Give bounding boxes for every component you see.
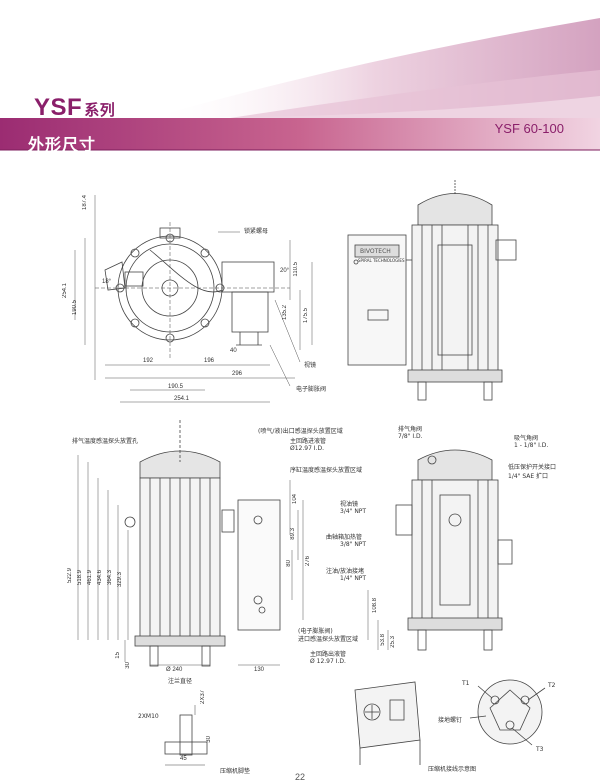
front-label-crank-heater-size: 3/8" NPT — [340, 541, 367, 548]
side-label-suction-valve-size: 1 - 1/8" I.D. — [514, 442, 549, 449]
front-label-outlet-sensor: (喷气/液)出口感温探头放置区域 — [258, 428, 343, 435]
dim-434-6: 434.6 — [97, 570, 103, 586]
dim-296: 296 — [232, 371, 243, 377]
dim-130: 130 — [254, 667, 265, 673]
front-view-drawing — [124, 420, 281, 667]
dim-187-4: 187.4 — [82, 195, 88, 211]
dim-45: 45 — [180, 756, 187, 762]
dim-104: 104 — [292, 494, 298, 505]
front-label-oil-sensor: 序缸温度感温探头放置区域 — [290, 467, 363, 474]
header-band — [0, 118, 600, 150]
side-label-exhaust-valve: 排气角阀 — [398, 426, 423, 433]
dim-53-8: 53.8 — [380, 634, 386, 646]
dim-2x37: 2X37 — [200, 690, 206, 705]
side-label-suction-valve: 吸气角阀 — [514, 435, 539, 442]
dim-108-8: 108.8 — [372, 598, 378, 614]
side-label-low-pressure-size: 1/4" SAE 扩口 — [508, 473, 549, 480]
front-label-sight-glass-size: 3/4" NPT — [340, 508, 367, 515]
front-label-main-outlet-size: Ø 12.97 I.D. — [310, 658, 346, 665]
top-label-sight-glass: 视镜 — [304, 362, 317, 369]
terminal-label-t3: T3 — [536, 746, 544, 753]
compressor-top-right — [347, 180, 517, 401]
dim-15: 15 — [115, 652, 121, 659]
terminal-box-drawing — [354, 679, 546, 765]
terminal-label-title: 压缩机接线示意图 — [428, 766, 477, 773]
side-label-low-pressure: 低压保护开关接口 — [508, 464, 557, 471]
foot-label-title: 压缩机脚垫 — [220, 768, 251, 775]
series-code: YSF — [34, 94, 83, 121]
top-label-electronic-valve: 电子膨胀阀 — [296, 386, 327, 393]
top-view-dimensions — [74, 195, 313, 403]
front-label-oil-drain-size: 1/4" NPT — [340, 575, 367, 582]
page-number: 22 — [294, 772, 305, 782]
dim-518-9: 518.9 — [77, 570, 83, 586]
section-title: 外形尺寸 — [28, 137, 97, 154]
dim-254-1-v: 254.1 — [62, 283, 68, 299]
front-label-sight-glass: 视油镜 — [340, 501, 359, 508]
terminal-label-t1: T1 — [462, 680, 470, 687]
dim-240: Ø 240 — [166, 667, 183, 673]
front-label-inlet-sensor: 进口感温探头放置区域 — [298, 636, 359, 643]
series-suffix: 系列 — [84, 102, 116, 119]
dim-461-9: 461.9 — [87, 570, 93, 586]
dim-80: 80 — [286, 560, 292, 567]
front-label-note: 注兰直径 — [168, 678, 193, 685]
dim-254-1-h: 254.1 — [174, 396, 190, 402]
foot-detail-drawing — [164, 705, 208, 766]
dim-110-5: 110.5 — [293, 262, 299, 277]
dim-175-5: 175.5 — [303, 308, 309, 324]
dim-30: 30 — [125, 662, 131, 669]
dim-190-5-v: 190.5 — [72, 300, 78, 316]
dim-20-deg: 20° — [280, 268, 290, 274]
foot-label-bolt: 2XM10 — [138, 713, 159, 720]
side-label-exhaust-valve-size: 7/8" I.D. — [398, 433, 423, 440]
panel-brand: BIVOTECH — [360, 248, 391, 255]
dim-192: 192 — [143, 358, 154, 364]
top-view-drawing — [95, 222, 290, 360]
front-label-main-outlet: 主回路出液管 — [310, 651, 347, 658]
terminal-label-t2: T2 — [548, 682, 556, 689]
dim-foot-30: 30 — [206, 736, 212, 743]
dim-276: 276 — [305, 556, 311, 567]
front-view-dimensions — [77, 455, 389, 666]
dim-40: 40 — [230, 348, 237, 354]
front-label-exhaust-sensor: 排气温度感温探头放置孔 — [72, 438, 139, 445]
model-range: YSF 60-100 — [494, 121, 564, 136]
front-label-main-pipe-size: Ø12.97 I.D. — [290, 445, 325, 452]
side-view-drawing — [395, 449, 513, 651]
panel-sub: SPIRAL TECHNOLOGIES — [358, 258, 405, 263]
front-label-elec-valve-note: (电子膨胀阀) — [298, 628, 333, 635]
dim-522-9: 522.9 — [67, 568, 73, 584]
dim-25-3: 25.3 — [390, 636, 396, 648]
dim-329-3: 329.3 — [117, 572, 123, 588]
dim-196: 196 — [204, 358, 215, 364]
dim-190-5-h: 190.5 — [168, 384, 184, 390]
dim-364-3: 364.3 — [107, 570, 113, 586]
dim-135-2: 135.2 — [282, 305, 288, 321]
top-label-eyebolt: 锁紧螺母 — [244, 228, 269, 235]
front-label-main-pipe: 主回路进液管 — [290, 438, 327, 445]
front-label-crank-heater: 曲轴箱加热管 — [326, 534, 363, 541]
terminal-label-ground: 接地螺钉 — [438, 717, 463, 724]
dim-89-3: 89.3 — [290, 528, 296, 540]
front-label-oil-drain: 注油/放油接堵 — [326, 568, 365, 575]
dim-18-deg: 18° — [102, 279, 112, 285]
